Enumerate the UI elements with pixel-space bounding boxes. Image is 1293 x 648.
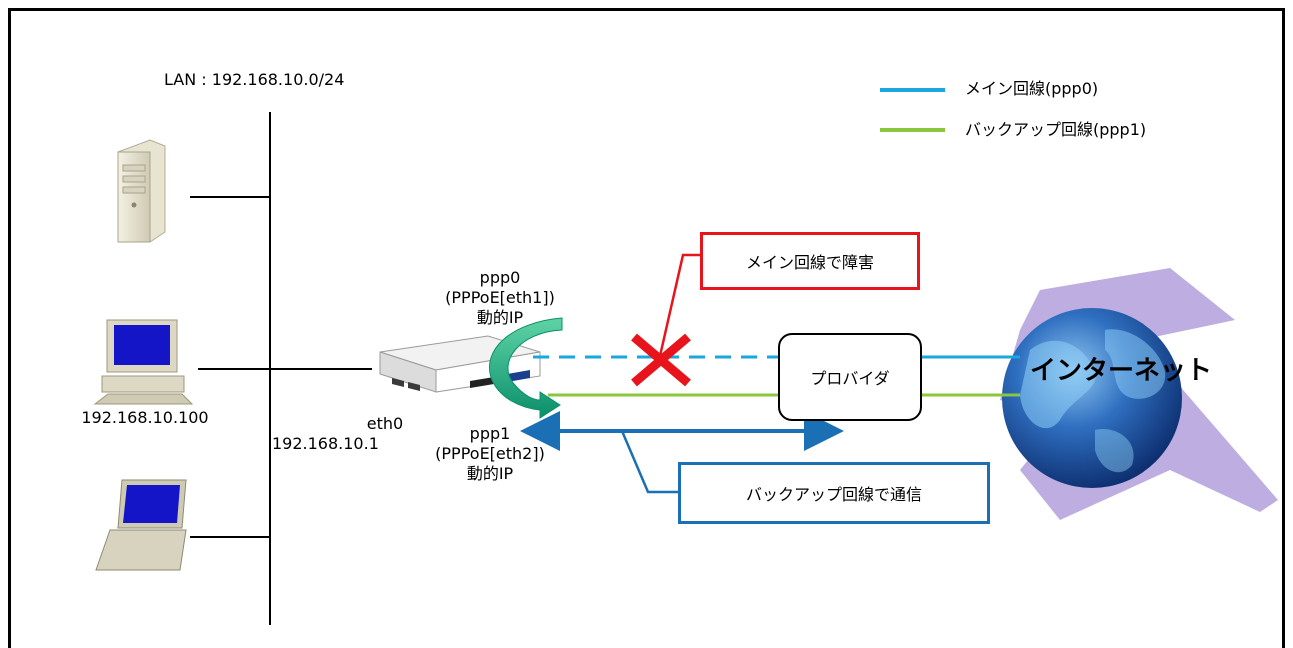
internet-globe-icon	[1000, 268, 1278, 520]
diagram-frame	[8, 8, 1285, 648]
ppp0-name-label: ppp0	[479, 268, 521, 287]
lan-label: LAN : 192.168.10.0/24	[164, 70, 345, 89]
backup-callout-leader	[620, 430, 678, 494]
client-ip-label: 192.168.10.100	[81, 408, 209, 427]
internet-label: インターネット	[1030, 356, 1213, 386]
ppp0-ip-label: 動的IP	[476, 308, 524, 327]
failure-callout: メイン回線で障害	[700, 232, 920, 290]
desktop-pc-icon	[93, 319, 194, 405]
backup-comm-callout: バックアップ回線で通信	[678, 462, 990, 524]
failure-x-icon	[631, 333, 691, 387]
eth0-label: eth0	[366, 414, 404, 433]
server-icon	[117, 139, 166, 243]
failure-callout-leader	[658, 253, 708, 357]
legend-backup-label: バックアップ回線(ppp1)	[965, 120, 1147, 139]
eth0-ip-label: 192.168.10.1	[272, 434, 379, 453]
ppp1-name-label: ppp1	[469, 424, 511, 443]
ppp1-ip-label: 動的IP	[466, 464, 514, 483]
legend-main-label: メイン回線(ppp0)	[965, 79, 1099, 98]
ppp1-type-label: (PPPoE[eth2])	[435, 444, 545, 463]
laptop-icon	[95, 479, 187, 571]
provider-box: プロバイダ	[778, 333, 922, 421]
ppp0-type-label: (PPPoE[eth1])	[445, 288, 555, 307]
